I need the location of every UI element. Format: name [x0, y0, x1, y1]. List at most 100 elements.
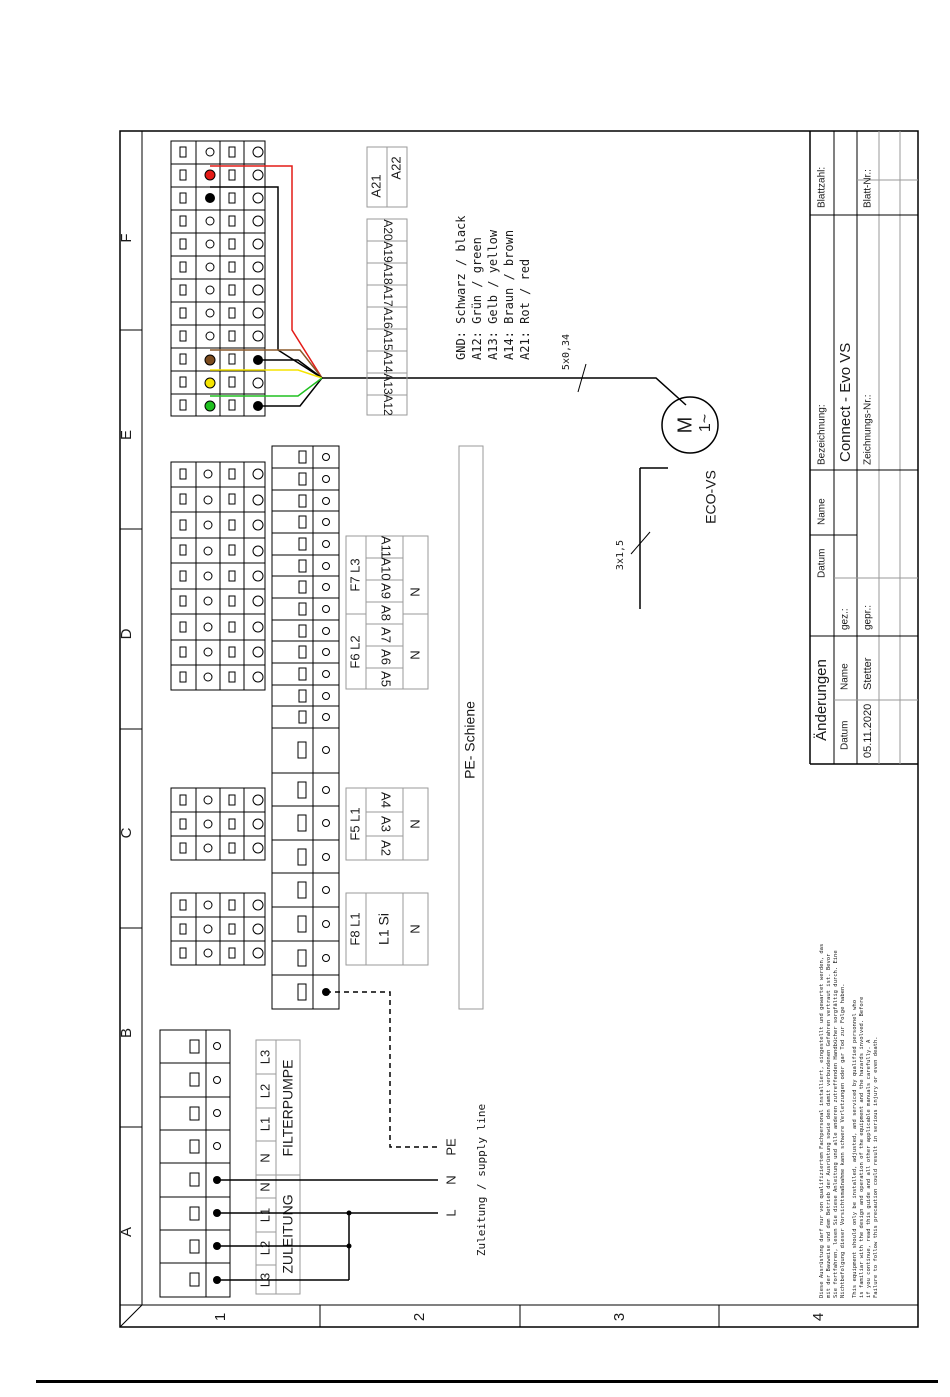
safety-warning-de: Diese Ausrüstung darf nur von qualifizie…: [819, 944, 846, 1298]
column-marker-a: A: [118, 1227, 135, 1237]
relay-label-a11: A11: [379, 536, 394, 558]
fuse-label-f6: F6 L2: [347, 635, 362, 668]
title-changes-heading: Änderungen: [813, 659, 830, 741]
legend-a21: A21: Rot / red: [518, 259, 532, 360]
supply-wires: [217, 1179, 438, 1281]
title-designation-label: Bezeichnung:: [817, 404, 828, 465]
relay-a13: A13: [381, 373, 395, 395]
signal-cable-label: 5x0,34: [561, 334, 572, 370]
warning-de-line-1: Diese Ausrüstung darf nur von qualifizie…: [819, 944, 825, 1298]
supply-label-l1: L1: [257, 1208, 272, 1222]
relay-a19: A19: [381, 241, 395, 263]
title-block: [809, 131, 918, 765]
wire-label-pe: PE: [443, 1138, 458, 1156]
title-name-header: Name: [840, 663, 851, 690]
drawing-frame: [119, 130, 919, 1328]
pe-rail-label: PE- Schiene: [462, 701, 478, 779]
supply-terminal-block: [159, 1029, 301, 1298]
terminal-black: [205, 193, 215, 203]
wire-label-n: N: [443, 1175, 458, 1184]
fuse-label-n3: N: [407, 650, 422, 659]
terminal-block-small-2: [170, 787, 266, 861]
title-designation-value: Connect - Evo VS: [837, 343, 854, 462]
relay-a12: A12: [381, 394, 395, 416]
legend-a13: A13: Gelb / yellow: [486, 229, 500, 360]
fuse-label-f7: F7 L3: [347, 558, 362, 591]
column-markers: A B C D E F: [118, 233, 135, 1237]
row-markers: 1 2 3 4: [212, 1313, 827, 1321]
fuse-label-f8: F8 L1: [347, 912, 362, 945]
fuse-label-n1: N: [407, 924, 422, 933]
terminal-block-small-1: [170, 892, 266, 966]
pe-rail: [458, 445, 484, 1010]
wire-label-l: L: [443, 1209, 458, 1216]
fuse-label-n2: N: [407, 819, 422, 828]
power-cable-tick: [630, 531, 651, 555]
relay-block: [366, 146, 408, 416]
relay-label-a2: A2: [379, 840, 394, 856]
title-date-header: Datum: [840, 721, 851, 750]
relay-a22: A22: [388, 156, 403, 179]
title-change-date: 05.11.2020: [862, 704, 874, 758]
fuse-group-f6-f7: [345, 535, 429, 690]
pump-label-l2: L2: [257, 1084, 272, 1098]
column-marker-d: D: [118, 628, 135, 639]
zuleitung-label: ZULEITUNG: [280, 1194, 296, 1273]
pump-label-l3: L3: [257, 1050, 272, 1064]
signal-cable-tick: [577, 363, 587, 393]
page-bottom-rule: [36, 1380, 938, 1383]
legend-gnd: GND: Schwarz / black: [454, 215, 468, 360]
warning-de-line-4: Nichtbefolgung dieser Vorsichtsmaßnahme …: [840, 983, 846, 1298]
row-marker-3: 3: [611, 1313, 628, 1321]
relay-a18: A18: [381, 263, 395, 285]
safety-warning-en: This equipment should only be installed,…: [852, 997, 879, 1298]
relay-label-a8: A8: [379, 605, 394, 621]
pe-wire: [326, 991, 438, 1148]
signal-wires: [210, 165, 687, 407]
warning-en-line-3: if you continue, read this guide and all…: [866, 1039, 872, 1298]
relay-label-a7: A7: [379, 627, 394, 643]
row-marker-2: 2: [411, 1313, 428, 1321]
title-name-column: Name: [817, 498, 828, 525]
column-marker-f: F: [118, 233, 135, 242]
terminal-brown: [204, 354, 216, 366]
legend-a12: A12: Grün / green: [470, 237, 484, 360]
terminal-red: [204, 169, 216, 181]
title-drawn-by: gez.:: [840, 608, 851, 630]
supply-label-l2: L2: [257, 1241, 272, 1255]
relay-label-a3: A3: [379, 816, 394, 832]
warning-en-line-2: is familiar with the design and operatio…: [859, 997, 865, 1298]
fuse-group-f8: [345, 892, 429, 966]
warning-en-line-4: Failure to follow this precaution could …: [873, 1036, 879, 1298]
distribution-rail: [271, 445, 340, 1010]
relay-a17: A17: [381, 285, 395, 307]
motor-letter: M: [674, 417, 696, 434]
title-change-name: Stetter: [862, 657, 874, 690]
supply-line-caption: Zuleitung / supply line: [475, 1104, 488, 1256]
terminal-block-large: [170, 461, 266, 691]
motor-phase: 1~: [697, 414, 714, 432]
filterpumpe-label: FILTERPUMPE: [280, 1060, 296, 1157]
terminal-green: [204, 400, 216, 412]
relay-label-a4: A4: [379, 792, 394, 808]
fuse-group-f5: [345, 787, 429, 861]
row-marker-4: 4: [810, 1313, 827, 1321]
warning-de-line-2: mit der Bauweise und dem Betrieb der Aus…: [826, 953, 832, 1298]
motor-symbol: [661, 396, 719, 454]
relay-label-a6: A6: [379, 649, 394, 665]
terminal-block-top: [170, 140, 266, 417]
column-marker-b: B: [118, 1028, 135, 1038]
warning-en-line-1: This equipment should only be installed,…: [852, 1000, 858, 1298]
fuse-label-n4: N: [407, 587, 422, 596]
fuse-label-f5: F5 L1: [347, 807, 362, 840]
terminal-yellow: [204, 377, 216, 389]
wire-color-legend: GND: Schwarz / black A12: Grün / green A…: [454, 215, 532, 360]
title-drawing-number: Zeichnungs-Nr.:: [863, 394, 874, 465]
title-sheet-count: Blattzahl:: [817, 167, 828, 208]
relay-a21: A21: [368, 174, 383, 197]
pump-label-l1: L1: [257, 1117, 272, 1131]
relay-label-a10: A10: [379, 557, 394, 580]
legend-a14: A14: Braun / brown: [502, 230, 516, 360]
column-marker-c: C: [118, 827, 135, 838]
